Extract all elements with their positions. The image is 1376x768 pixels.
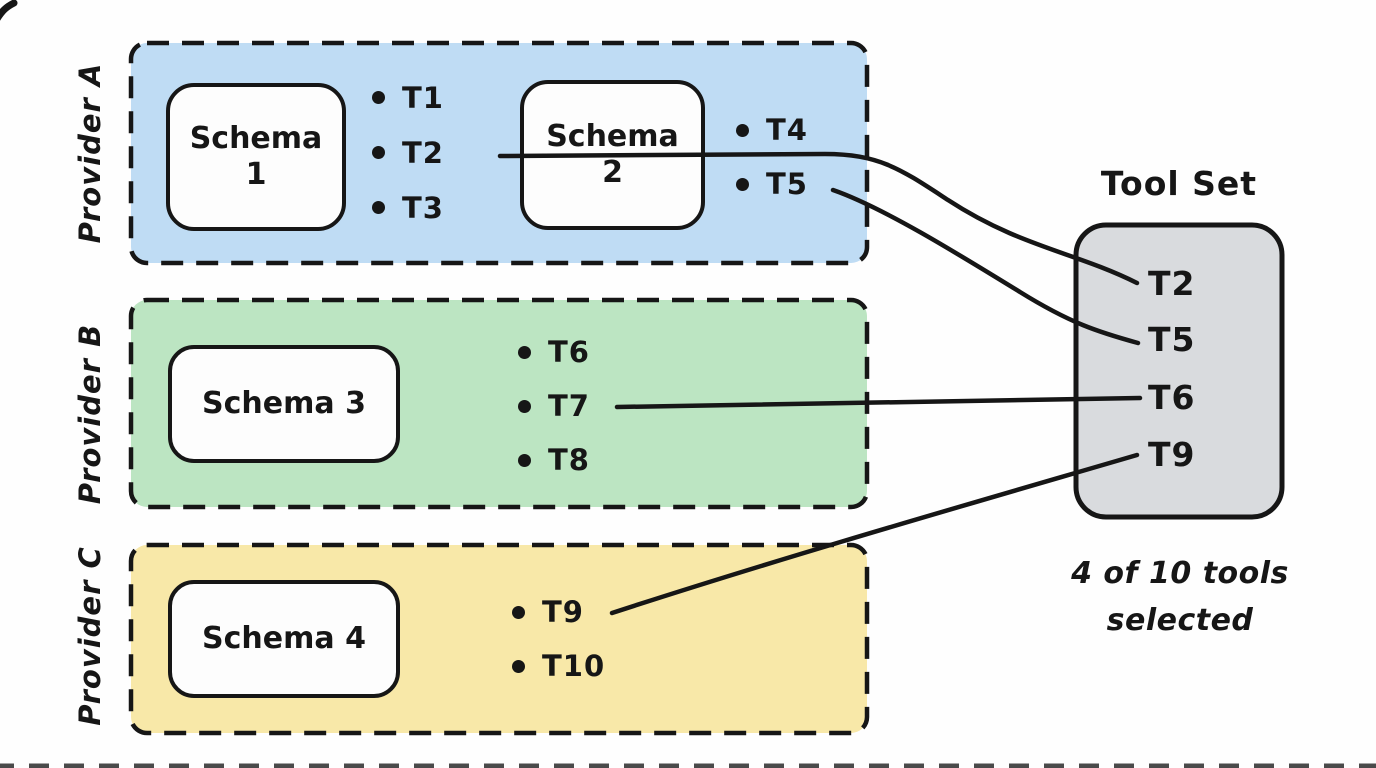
bullet-icon — [518, 345, 531, 359]
tool-item-t6: T6 — [518, 325, 590, 379]
tool-label: T4 — [766, 113, 808, 147]
bullet-icon — [736, 123, 749, 137]
schema-2-title-line1: Schema — [546, 119, 679, 154]
tool-item-t2: T2 — [372, 125, 444, 180]
schema-1-title-line2: 1 — [245, 157, 267, 192]
tool-item-t8: T8 — [518, 433, 590, 487]
tool-label: T7 — [548, 389, 590, 423]
bullet-icon — [512, 659, 525, 673]
tool-item-t5: T5 — [736, 157, 808, 211]
provider-b-label: Provider B — [73, 323, 107, 505]
tool-item-t7: T7 — [518, 379, 590, 433]
schema-4-tool-list: T9 T10 — [512, 585, 605, 693]
provider-a-label: Provider A — [73, 62, 107, 244]
selection-caption: 4 of 10 tools selected — [1030, 550, 1330, 644]
schema-3-title-line1: Schema 3 — [202, 386, 366, 421]
tool-item-t1: T1 — [372, 70, 444, 125]
schema-3-box: Schema 3 — [168, 345, 400, 463]
provider-c-label: Provider C — [73, 546, 107, 726]
schema-1-title-line1: Schema — [189, 121, 323, 156]
bullet-icon — [372, 146, 385, 159]
bullet-icon — [518, 399, 531, 413]
tool-label: T5 — [766, 167, 808, 201]
tool-label: T3 — [402, 190, 444, 225]
tool-set-item-t9: T9 — [1148, 435, 1196, 474]
bullet-icon — [372, 91, 385, 104]
bullet-icon — [518, 453, 531, 467]
schema-1-tool-list: T1 T2 T3 — [372, 70, 444, 235]
tool-item-t9: T9 — [512, 585, 605, 639]
selection-caption-line2: selected — [1106, 603, 1254, 638]
bullet-icon — [512, 605, 525, 619]
tool-set-title: Tool Set — [1100, 164, 1258, 203]
tool-set-item-t6: T6 — [1148, 378, 1196, 417]
schema-4-title-line1: Schema 4 — [202, 621, 366, 656]
tool-set-item-t5: T5 — [1148, 320, 1196, 359]
bullet-icon — [736, 177, 749, 191]
tool-item-t10: T10 — [512, 639, 605, 693]
schema-1-box: Schema 1 — [166, 83, 346, 231]
tool-set-item-t2: T2 — [1148, 264, 1196, 303]
schema-2-tool-list: T4 T5 — [736, 103, 808, 211]
tool-label: T2 — [402, 135, 444, 170]
tool-label: T8 — [548, 443, 590, 477]
tool-item-t4: T4 — [736, 103, 808, 157]
tool-item-t3: T3 — [372, 180, 444, 235]
schema-2-title-line2: 2 — [602, 155, 623, 190]
corner-stroke-artifact — [0, 0, 18, 21]
tool-label: T9 — [542, 595, 584, 629]
bullet-icon — [372, 201, 385, 214]
tool-label: T6 — [548, 335, 590, 369]
selection-caption-line1: 4 of 10 tools — [1071, 556, 1289, 591]
tool-label: T1 — [402, 80, 444, 115]
tool-label: T10 — [542, 649, 606, 683]
schema-2-box: Schema 2 — [520, 80, 705, 230]
schema-4-box: Schema 4 — [168, 580, 400, 698]
schema-3-tool-list: T6 T7 T8 — [518, 325, 590, 487]
